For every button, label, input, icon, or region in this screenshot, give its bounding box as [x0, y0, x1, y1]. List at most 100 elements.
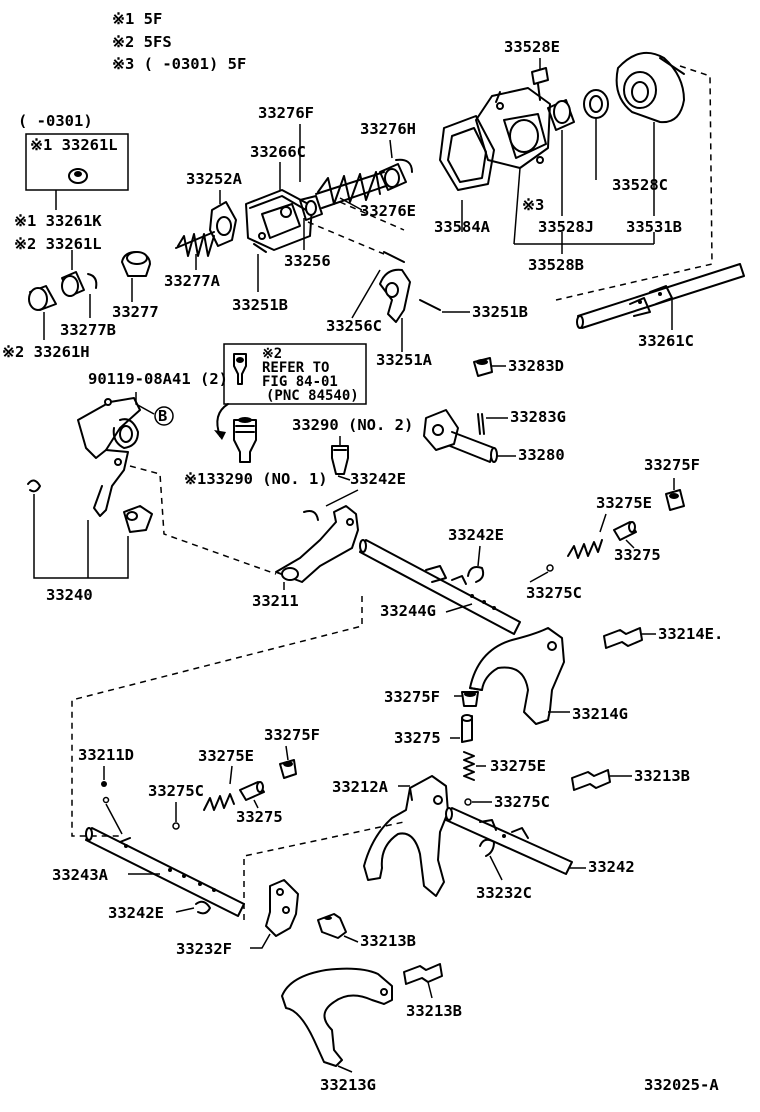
label-33276E: 33276E [360, 202, 416, 220]
axis-33240 [129, 465, 277, 575]
label-33275E-c: 33275E [490, 757, 546, 775]
bracket-33240-drawing [77, 397, 141, 517]
label-33290-no2: 33290 (NO. 2) [292, 416, 413, 434]
label-33528B: 33528B [528, 256, 584, 274]
label-33266C: 33266C [250, 143, 306, 161]
label-33277B: 33277B [60, 321, 116, 339]
fork-33213G-drawing [281, 967, 393, 1067]
lever-33280-drawing [423, 409, 498, 463]
ring-33276H-drawing [395, 158, 413, 173]
bushing-33261H-drawing [28, 285, 57, 311]
pin-33283G-drawing [477, 413, 485, 435]
plug-33275F-a-drawing [665, 489, 685, 511]
variant-box [25, 133, 129, 191]
leader-33256C [351, 269, 381, 319]
sensor-in-callout-drawing [233, 353, 247, 385]
bolt-33213B-c-drawing [403, 963, 443, 985]
label-33261H: ※2 33261H [2, 343, 90, 361]
label-33240: 33240 [46, 586, 93, 604]
plug-33275F-b-drawing [461, 691, 479, 707]
label-33261L-box: ※1 33261L [30, 136, 118, 154]
leader-33213B-b [343, 935, 359, 943]
leader-33240-bracket [33, 494, 129, 579]
label-33244G: 33244G [380, 602, 436, 620]
clip-33242E-c-drawing [195, 900, 211, 915]
bushing-33528J-drawing [547, 99, 575, 131]
axis-select-shaft-2 [339, 201, 405, 231]
leader-33242E-a [325, 489, 359, 507]
label-33290-no1: ※133290 (NO. 1) [184, 470, 328, 488]
label-33242E-c: 33242E [108, 904, 164, 922]
switch-33290-drawing [331, 445, 349, 475]
leader-33242E-c [175, 907, 195, 913]
clip-33232C-drawing [479, 838, 495, 857]
label-33531B: 33531B [626, 218, 682, 236]
label-33528C: 33528C [612, 176, 668, 194]
note-2: ※2 5FS [112, 33, 172, 51]
label-33232F: 33232F [176, 940, 232, 958]
sensor-33290-no1-drawing [233, 417, 257, 463]
label-33214E: 33214E. [658, 625, 723, 643]
clip-33242E-b-drawing [467, 566, 485, 583]
label-33528J: 33528J [538, 218, 594, 236]
label-33276H: 33276H [360, 120, 416, 138]
ball-33275C-b [464, 798, 472, 806]
bolt-33528E-drawing [531, 67, 549, 101]
axis-lower-left [71, 596, 363, 837]
callout-line1: REFER TO [262, 360, 329, 376]
note-3: ※3 ( -0301) 5F [112, 55, 246, 73]
label-33275F-b: 33275F [384, 688, 440, 706]
cover-33531B-drawing [615, 51, 685, 124]
spring-33275E-b-drawing [203, 793, 235, 811]
label-33528E: 33528E [504, 38, 560, 56]
ball-33211D-b [102, 796, 110, 804]
label-33242: 33242 [588, 858, 635, 876]
bolt-33213B-b-drawing [317, 913, 347, 939]
label-33242E-b: 33242E [448, 526, 504, 544]
leader-33242E-b [477, 545, 481, 567]
label-33275F-a: 33275F [644, 456, 700, 474]
axis-shaft-right [555, 65, 713, 301]
leader-33275-a [625, 539, 635, 549]
leader-33244G [445, 603, 473, 613]
label-33283G: 33283G [510, 408, 566, 426]
pin-33275-b-drawing [461, 714, 473, 743]
spring-33276F-drawing [315, 171, 387, 209]
label-33261C: 33261C [638, 332, 694, 350]
fork-33214G-drawing [469, 627, 565, 725]
label-33251B-b: 33251B [472, 303, 528, 321]
shaft-33243A-drawing [85, 827, 245, 917]
plug-33277-drawing [121, 251, 151, 277]
washer-33256-drawing [299, 195, 323, 221]
cam-33252A-drawing [209, 201, 237, 247]
leader-33232F [250, 933, 271, 949]
label-33243A: 33243A [52, 866, 109, 884]
label-33261L: ※2 33261L [14, 235, 102, 253]
pin-33251B-b-drawing [419, 299, 441, 311]
pin-33275-c-drawing [239, 781, 265, 801]
label-33277A: 33277A [164, 272, 221, 290]
label-33275E-b: 33275E [198, 747, 254, 765]
label-33277: 33277 [112, 303, 159, 321]
leader-33275-c [253, 799, 259, 809]
clip-33277B-drawing [87, 273, 98, 289]
callout-box [223, 343, 367, 405]
label-33251B-a: 33251B [232, 296, 288, 314]
label-33213B-c: 33213B [406, 1002, 462, 1020]
leader-33211D-b [105, 803, 123, 835]
label-33584A: 33584A [434, 218, 491, 236]
leader-33275F-c [285, 745, 289, 761]
pin-33275-a-drawing [613, 521, 637, 541]
label-sym3: ※3 [522, 196, 544, 214]
label-33252A: 33252A [186, 170, 243, 188]
label-33214G: 33214G [572, 705, 628, 723]
spring-33275E-c-drawing [463, 751, 475, 781]
collar-33276E-drawing [379, 163, 407, 191]
leader-33275C-a [529, 571, 549, 583]
label-33213G: 33213G [320, 1076, 376, 1094]
shaft-33242-drawing [445, 807, 573, 875]
seal-33528C-drawing [583, 89, 609, 119]
bolt-33213B-a-drawing [571, 769, 611, 791]
